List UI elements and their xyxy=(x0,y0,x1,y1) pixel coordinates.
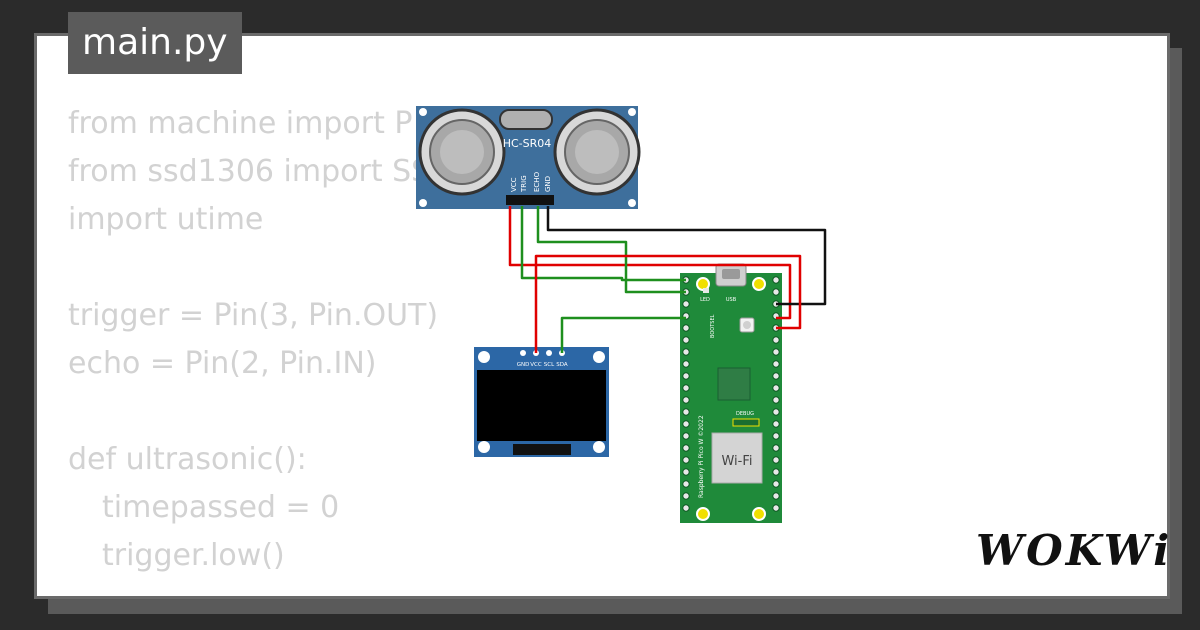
wokwi-logo: WOKWi xyxy=(976,526,1173,575)
pico-pin-left xyxy=(682,396,690,404)
pico-pin-right xyxy=(772,372,780,380)
pico-pin-left xyxy=(682,504,690,512)
wire-oled-sda xyxy=(560,316,686,353)
pico-pin-left xyxy=(682,300,690,308)
code-line: trigger.low() xyxy=(102,538,285,573)
pico-usb-port xyxy=(722,269,740,279)
pico-pin-right xyxy=(772,456,780,464)
oled-pin-label-gnd: GND xyxy=(517,362,530,368)
oled-mount-hole xyxy=(593,441,605,453)
pico-pin-right xyxy=(772,276,780,284)
pico-led xyxy=(703,288,709,293)
pico-pin-right xyxy=(772,432,780,440)
pico-pin-left xyxy=(682,384,690,392)
oled-pin-scl xyxy=(546,350,552,356)
pico-pin-left xyxy=(682,408,690,416)
oled-ribbon xyxy=(513,444,571,455)
pico-pin-left xyxy=(682,468,690,476)
pico-debug-header xyxy=(732,418,760,427)
sensor-mount-hole xyxy=(419,199,427,207)
pico-board-text: Raspberry Pi Pico W ©2022 xyxy=(698,415,705,498)
pico-pin-left xyxy=(682,444,690,452)
pico-pin-right xyxy=(772,408,780,416)
code-line: echo = Pin(2, Pin.IN) xyxy=(68,346,377,381)
pico-wifi-module xyxy=(711,432,763,484)
oled-pin-label-vcc: VCC xyxy=(530,362,542,368)
sensor-pin-label-gnd: GND xyxy=(544,176,552,192)
sensor-mount-hole xyxy=(628,108,636,116)
pico-pin-right xyxy=(772,360,780,368)
sensor-crystal xyxy=(499,109,553,130)
wire-sensor-vcc xyxy=(508,206,792,320)
sensor-mount-hole xyxy=(419,108,427,116)
pico-pin-left xyxy=(682,360,690,368)
pico-rp2040-chip xyxy=(717,367,751,401)
pico-pin-right xyxy=(772,384,780,392)
pico-mount-hole xyxy=(696,507,710,521)
pico-mount-hole xyxy=(752,507,766,521)
code-line: from ssd1306 import SS xyxy=(68,154,431,189)
sensor-mount-hole xyxy=(628,199,636,207)
oled-mount-hole xyxy=(478,351,490,363)
code-line: import utime xyxy=(68,202,264,237)
sensor-pin-label-vcc: VCC xyxy=(510,177,518,192)
oled-pin-label-sda: SDA xyxy=(556,362,568,368)
pico-usb-label: USB xyxy=(726,297,737,303)
code-line: trigger = Pin(3, Pin.OUT) xyxy=(68,298,439,333)
pico-wifi-label: Wi-Fi xyxy=(721,454,752,469)
pico-pin-left xyxy=(682,348,690,356)
pico-debug-label: DEBUG xyxy=(736,411,754,417)
sensor-transmitter-core xyxy=(440,130,484,174)
pico-pin-right xyxy=(772,444,780,452)
pico-bootsel-cap xyxy=(743,321,751,329)
oled-display[interactable]: GND VCC SCL SDA xyxy=(474,347,609,457)
wires xyxy=(508,206,827,353)
ultrasonic-sensor[interactable]: HC-SR04 VCC TRIG ECHO GND xyxy=(416,106,641,209)
sensor-pin-label-echo: ECHO xyxy=(533,171,541,192)
code-line: from machine import P xyxy=(68,106,413,141)
oled-screen xyxy=(477,370,606,441)
code-line: timepassed = 0 xyxy=(102,490,340,525)
code-preview: from machine import P from ssd1306 import… xyxy=(68,100,438,580)
pico-pin-right xyxy=(772,288,780,296)
pico-pin-right xyxy=(772,348,780,356)
sensor-model-label: HC-SR04 xyxy=(503,137,552,150)
file-tab[interactable]: main.py xyxy=(68,12,242,74)
oled-mount-hole xyxy=(593,351,605,363)
pico-pin-right xyxy=(772,480,780,488)
pico-pin-right xyxy=(772,336,780,344)
pico-pin-left xyxy=(682,456,690,464)
pico-pin-right xyxy=(772,396,780,404)
pico-pin-left xyxy=(682,420,690,428)
sensor-pin-label-trig: TRIG xyxy=(520,175,528,193)
oled-pin-gnd xyxy=(520,350,526,356)
pico-mount-hole xyxy=(752,277,766,291)
pico-pin-left xyxy=(682,492,690,500)
oled-mount-hole xyxy=(478,441,490,453)
oled-pin-label-scl: SCL xyxy=(544,362,555,368)
pico-pin-right xyxy=(772,468,780,476)
wire-oled-vcc xyxy=(534,254,802,353)
pico-pin-left xyxy=(682,432,690,440)
wire-sensor-trig xyxy=(520,206,686,282)
wire-sensor-gnd xyxy=(546,206,827,306)
sensor-pin-header xyxy=(506,195,554,205)
pico-pin-right xyxy=(772,492,780,500)
pico-pin-left xyxy=(682,324,690,332)
pico-pin-left xyxy=(682,336,690,344)
pico-led-label: LED xyxy=(700,297,710,303)
pico-w-board[interactable]: LED USB BOOTSEL DEBUG Wi-Fi Raspberry Pi… xyxy=(680,263,782,523)
pico-pin-left xyxy=(682,480,690,488)
wire-sensor-echo xyxy=(536,206,686,294)
code-line: def ultrasonic(): xyxy=(68,442,307,477)
pico-pin-left xyxy=(682,372,690,380)
pico-pin-right xyxy=(772,504,780,512)
sensor-receiver-core xyxy=(575,130,619,174)
pico-pin-right xyxy=(772,420,780,428)
pico-bootsel-label: BOOTSEL xyxy=(710,314,716,338)
